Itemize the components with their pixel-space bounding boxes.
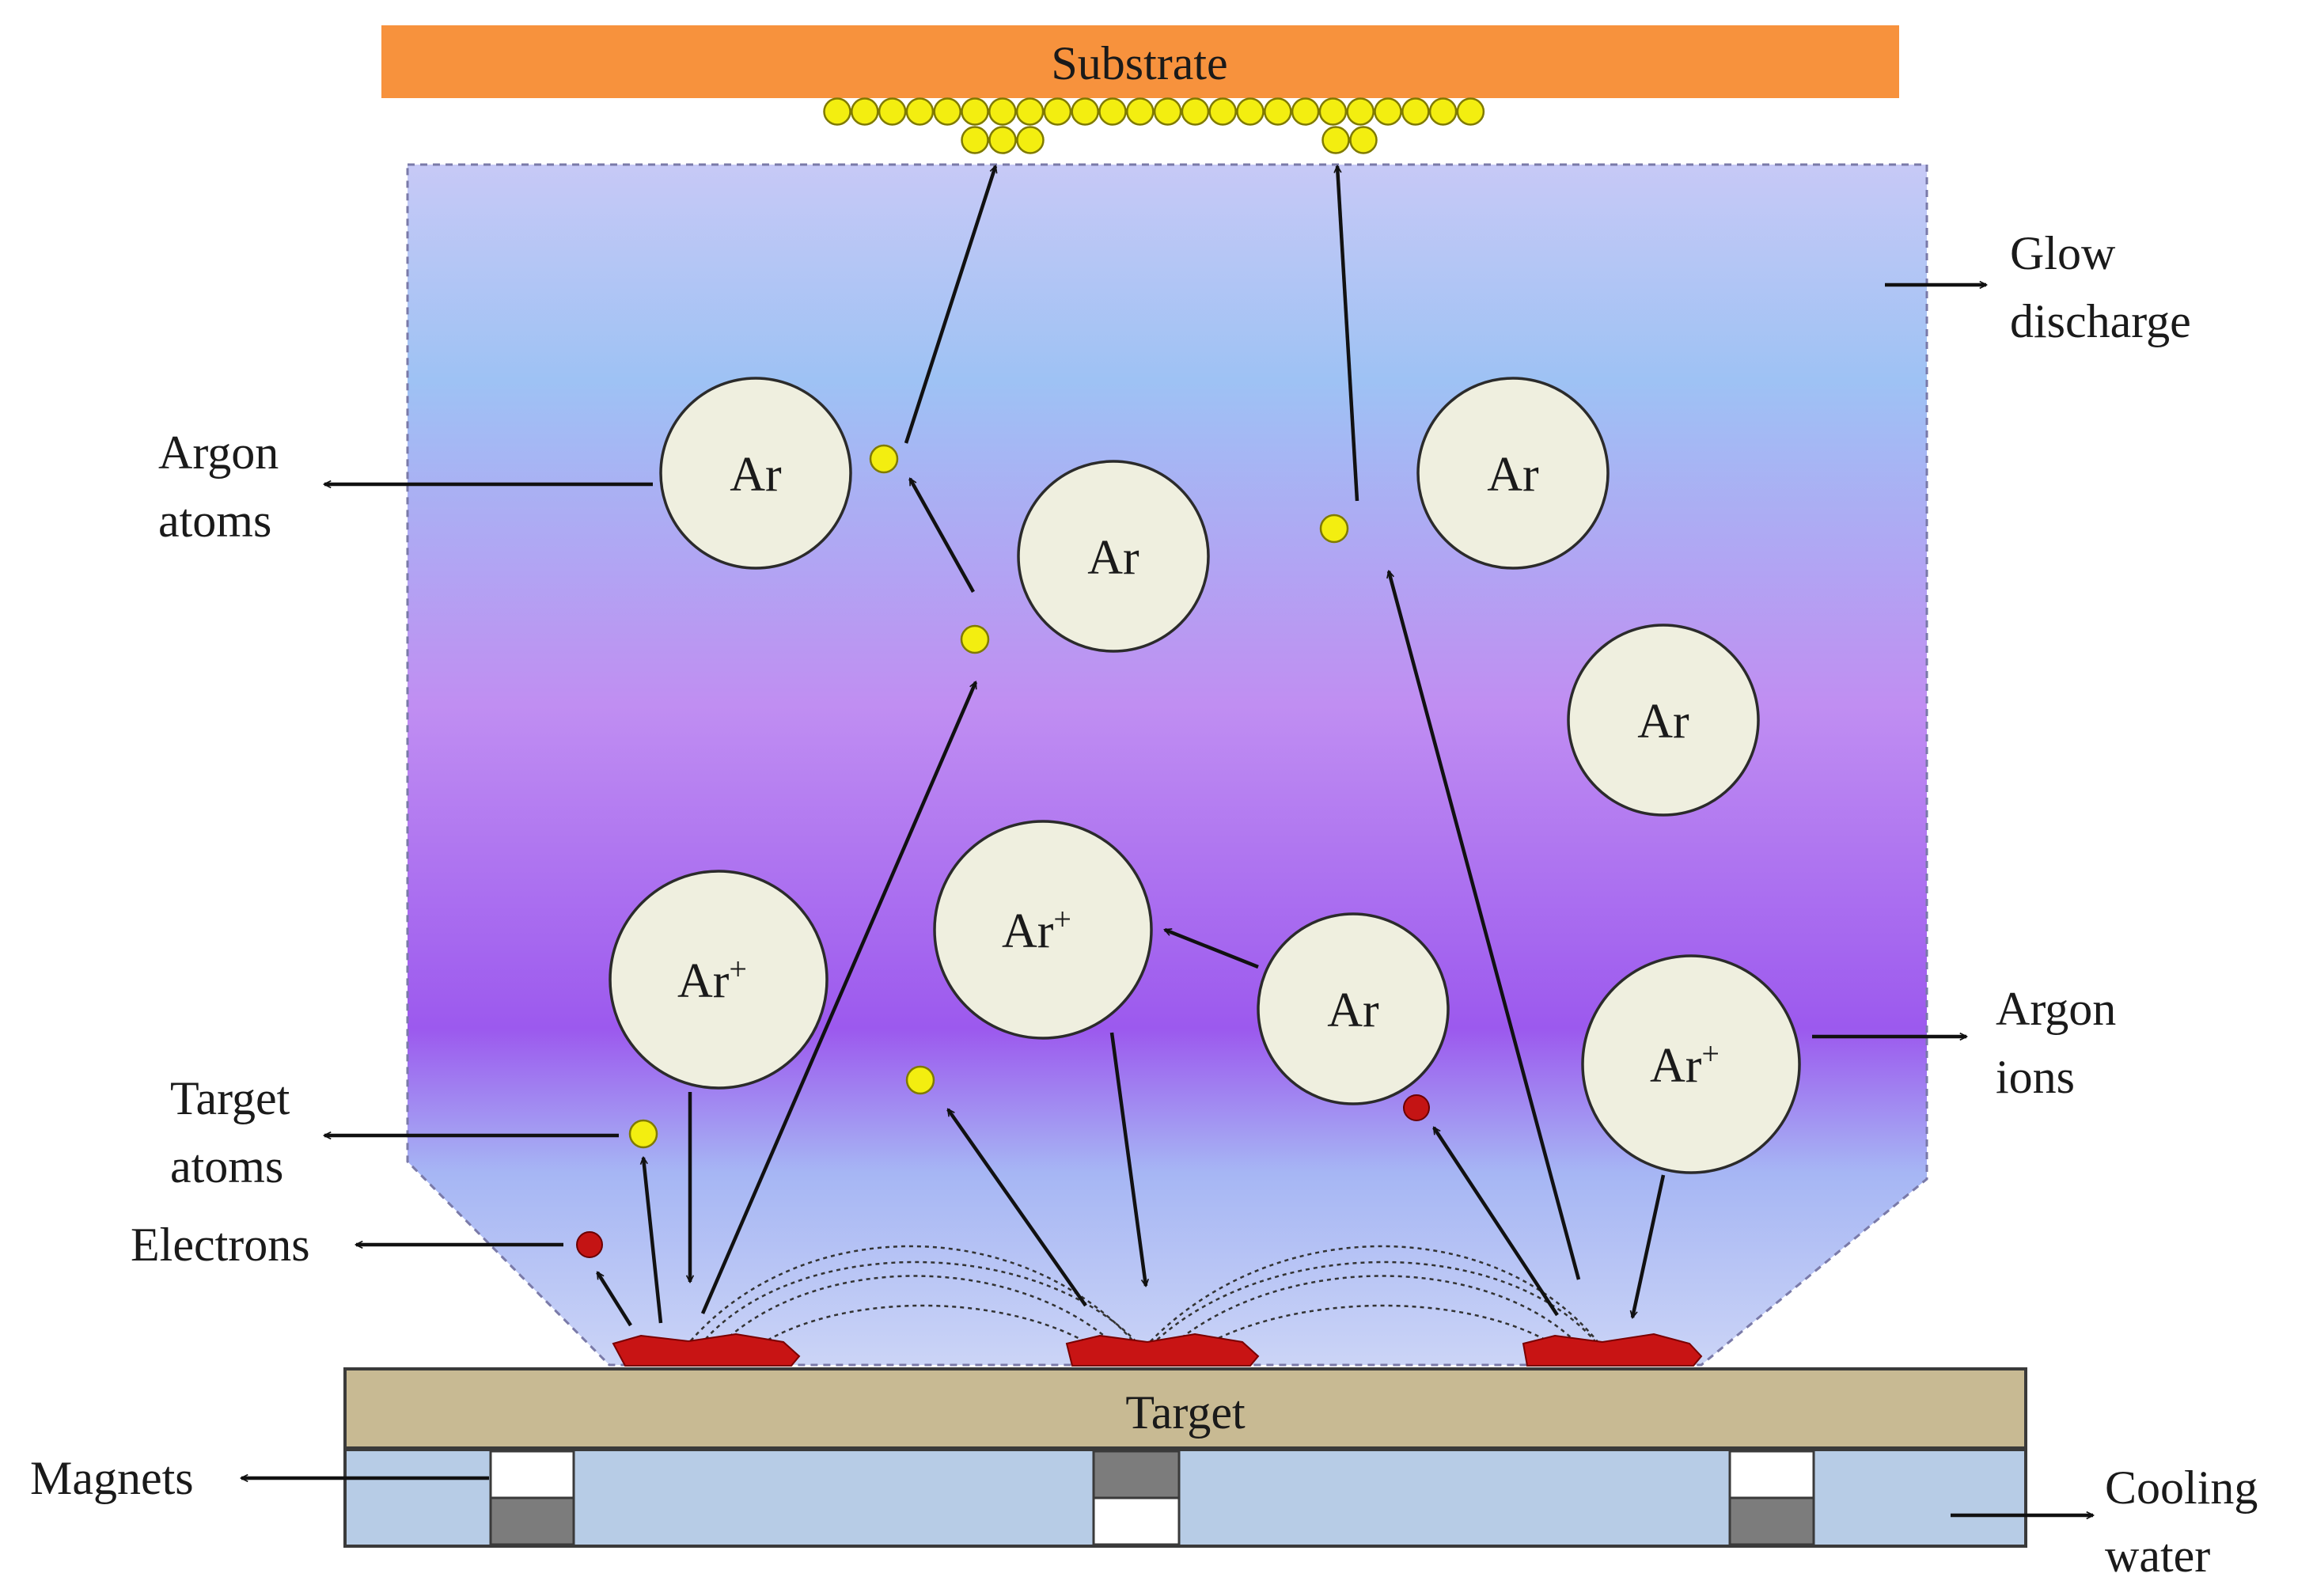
argon-atom: Ar (1017, 460, 1210, 653)
target-atom-dot (869, 444, 899, 474)
argon-ion: Ar+ (1581, 954, 1801, 1174)
film-atom (1291, 97, 1320, 126)
svg-text:Ar+: Ar+ (1650, 1036, 1720, 1093)
substrate-bar (381, 25, 1899, 98)
magnet-right-top (1728, 1450, 1815, 1499)
svg-text:Ar: Ar (1487, 448, 1539, 502)
magnet-left-bottom (489, 1496, 575, 1546)
electrons (576, 1094, 1430, 1258)
film-atom (1349, 126, 1378, 154)
magnet-right-bottom (1728, 1496, 1815, 1546)
film-atom (961, 97, 989, 126)
film-atom (1346, 97, 1375, 126)
electron-dot (576, 1231, 603, 1258)
target-atoms (628, 444, 1349, 1149)
svg-text:Ar: Ar (1087, 531, 1139, 585)
film-atom (933, 97, 961, 126)
film-atom (1456, 97, 1485, 126)
film-atom (1264, 97, 1292, 126)
film-atom (1318, 97, 1348, 126)
svg-text:Ar: Ar (1327, 984, 1379, 1037)
film-atom (1401, 97, 1430, 126)
film-atom (1071, 97, 1099, 126)
magnet-left-top (489, 1450, 575, 1499)
glow-discharge-label: Glow discharge (2010, 227, 2191, 347)
film-atom (878, 97, 907, 126)
target-atom-dot (905, 1065, 935, 1095)
argon-ion: Ar+ (933, 820, 1153, 1040)
svg-text:Ar: Ar (730, 448, 782, 502)
svg-text:Ar+: Ar+ (677, 951, 747, 1008)
film-atom (905, 97, 935, 126)
film-atom (1208, 97, 1237, 126)
target-plate (343, 1367, 2027, 1450)
argon-atom: Ar (1257, 912, 1450, 1105)
argon-atom: Ar (1567, 624, 1760, 817)
electrons-label: Electrons (131, 1219, 310, 1271)
film-atom (1321, 126, 1350, 154)
magnet-center-bottom (1092, 1496, 1181, 1546)
target-label: Target (1125, 1386, 1246, 1439)
film-atom (1098, 97, 1127, 126)
trajectory-arrows (596, 166, 1666, 1327)
film-atom (1153, 97, 1182, 126)
film-atom (1181, 97, 1210, 126)
film-atom (988, 97, 1017, 126)
film-atom (851, 97, 879, 126)
target-atom-dot (1319, 514, 1349, 544)
argon-ion: Ar+ (609, 870, 829, 1090)
cooling-water-label: Cooling water (2105, 1461, 2269, 1582)
argon-atoms-label: Argon atoms (158, 426, 290, 547)
svg-text:Ar: Ar (1637, 695, 1689, 749)
film-atom (1043, 97, 1072, 126)
film-atom (1126, 97, 1155, 126)
magnets-label: Magnets (30, 1452, 194, 1504)
film-atom (1015, 97, 1045, 126)
argon-atom: Ar (659, 377, 852, 570)
film-atom (988, 126, 1017, 154)
film-atom (1016, 126, 1045, 154)
argon-atom: Ar (1416, 377, 1610, 570)
substrate-label: Substrate (1051, 37, 1227, 89)
target-atom-dot (960, 624, 990, 654)
svg-text:Ar+: Ar+ (1002, 901, 1071, 958)
magnet-center-top (1092, 1450, 1181, 1499)
magnets (489, 1450, 1815, 1546)
callout-arrows (241, 285, 2093, 1515)
film-atom (823, 97, 851, 126)
film-atom (1236, 97, 1265, 126)
film-atom (1374, 97, 1402, 126)
argon-ions-label: Argon ions (1996, 983, 2128, 1103)
deposited-film (823, 97, 1485, 154)
film-atom (961, 126, 989, 154)
electron-dot (1403, 1094, 1430, 1121)
target-atom-dot (628, 1119, 658, 1149)
erosion-zones (612, 1333, 1703, 1367)
target-atoms-label: Target atoms (170, 1072, 301, 1192)
film-atom (1428, 97, 1458, 126)
